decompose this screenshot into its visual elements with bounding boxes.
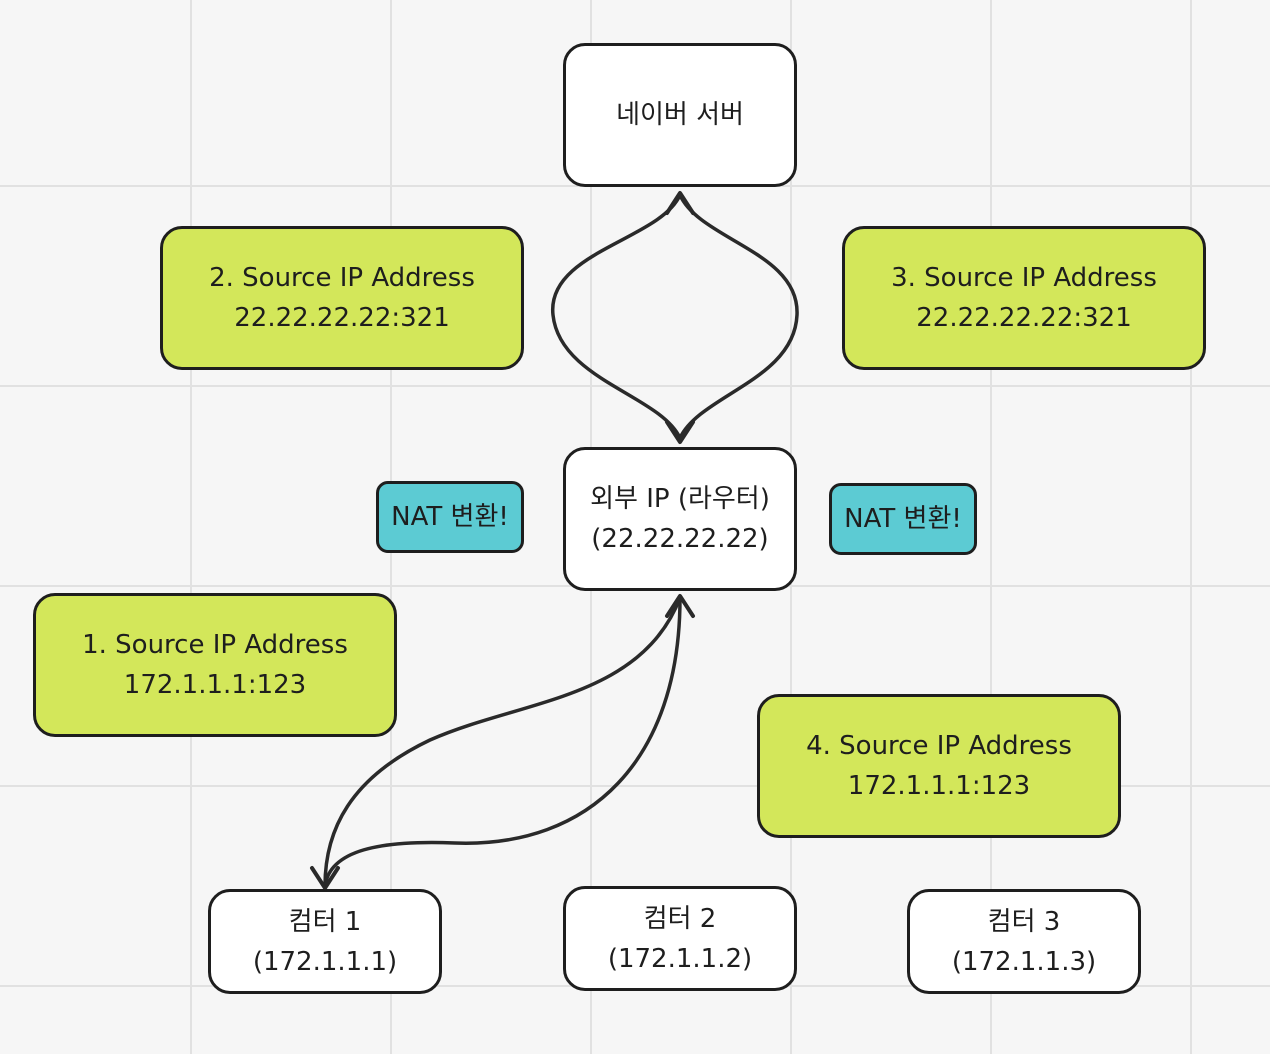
nat-right-text: NAT 변환! — [844, 504, 962, 534]
note1-value: 172.1.1.1:123 — [123, 670, 307, 700]
computer1-label: 컴터 1 — [288, 906, 362, 937]
router-label: 외부 IP (라우터) — [590, 484, 770, 514]
computer2-label: 컴터 2 — [643, 903, 717, 934]
naver-server-label: 네이버 서버 — [616, 100, 744, 130]
note4-title: 4. Source IP Address — [806, 731, 1072, 761]
note-source-ip-4[interactable]: 4. Source IP Address 172.1.1.1:123 — [757, 694, 1121, 838]
computer2-node[interactable]: 컴터 2 (172.1.1.2) — [563, 886, 797, 991]
nat-label-right[interactable]: NAT 변환! — [829, 483, 977, 555]
note3-value: 22.22.22.22:321 — [916, 303, 1132, 333]
arrowhead-router-bottom — [665, 594, 695, 618]
note-source-ip-2[interactable]: 2. Source IP Address 22.22.22.22:321 — [160, 226, 524, 370]
note-source-ip-1[interactable]: 1. Source IP Address 172.1.1.1:123 — [33, 593, 397, 737]
nat-left-text: NAT 변환! — [391, 502, 509, 532]
computer3-label: 컴터 3 — [987, 906, 1061, 937]
note4-value: 172.1.1.1:123 — [847, 771, 1031, 801]
note1-title: 1. Source IP Address — [82, 630, 348, 660]
nat-label-left[interactable]: NAT 변환! — [376, 481, 524, 553]
naver-server-node[interactable]: 네이버 서버 — [563, 43, 797, 187]
note2-value: 22.22.22.22:321 — [234, 303, 450, 333]
arrowhead-top — [665, 191, 695, 215]
arrowhead-computer1 — [310, 866, 340, 890]
router-node[interactable]: 외부 IP (라우터) (22.22.22.22) — [563, 447, 797, 591]
computer3-ip: (172.1.1.3) — [951, 946, 1097, 977]
computer2-ip: (172.1.1.2) — [607, 943, 753, 974]
computer1-node[interactable]: 컴터 1 (172.1.1.1) — [208, 889, 442, 994]
router-ip: (22.22.22.22) — [591, 524, 769, 554]
note-source-ip-3[interactable]: 3. Source IP Address 22.22.22.22:321 — [842, 226, 1206, 370]
edge-server-to-router-right — [678, 193, 799, 440]
computer1-ip: (172.1.1.1) — [252, 946, 398, 977]
note3-title: 3. Source IP Address — [891, 263, 1157, 293]
edge-router-to-server-left — [551, 193, 682, 440]
note2-title: 2. Source IP Address — [209, 263, 475, 293]
computer3-node[interactable]: 컴터 3 (172.1.1.3) — [907, 889, 1141, 994]
arrowhead-router-top — [665, 420, 695, 444]
